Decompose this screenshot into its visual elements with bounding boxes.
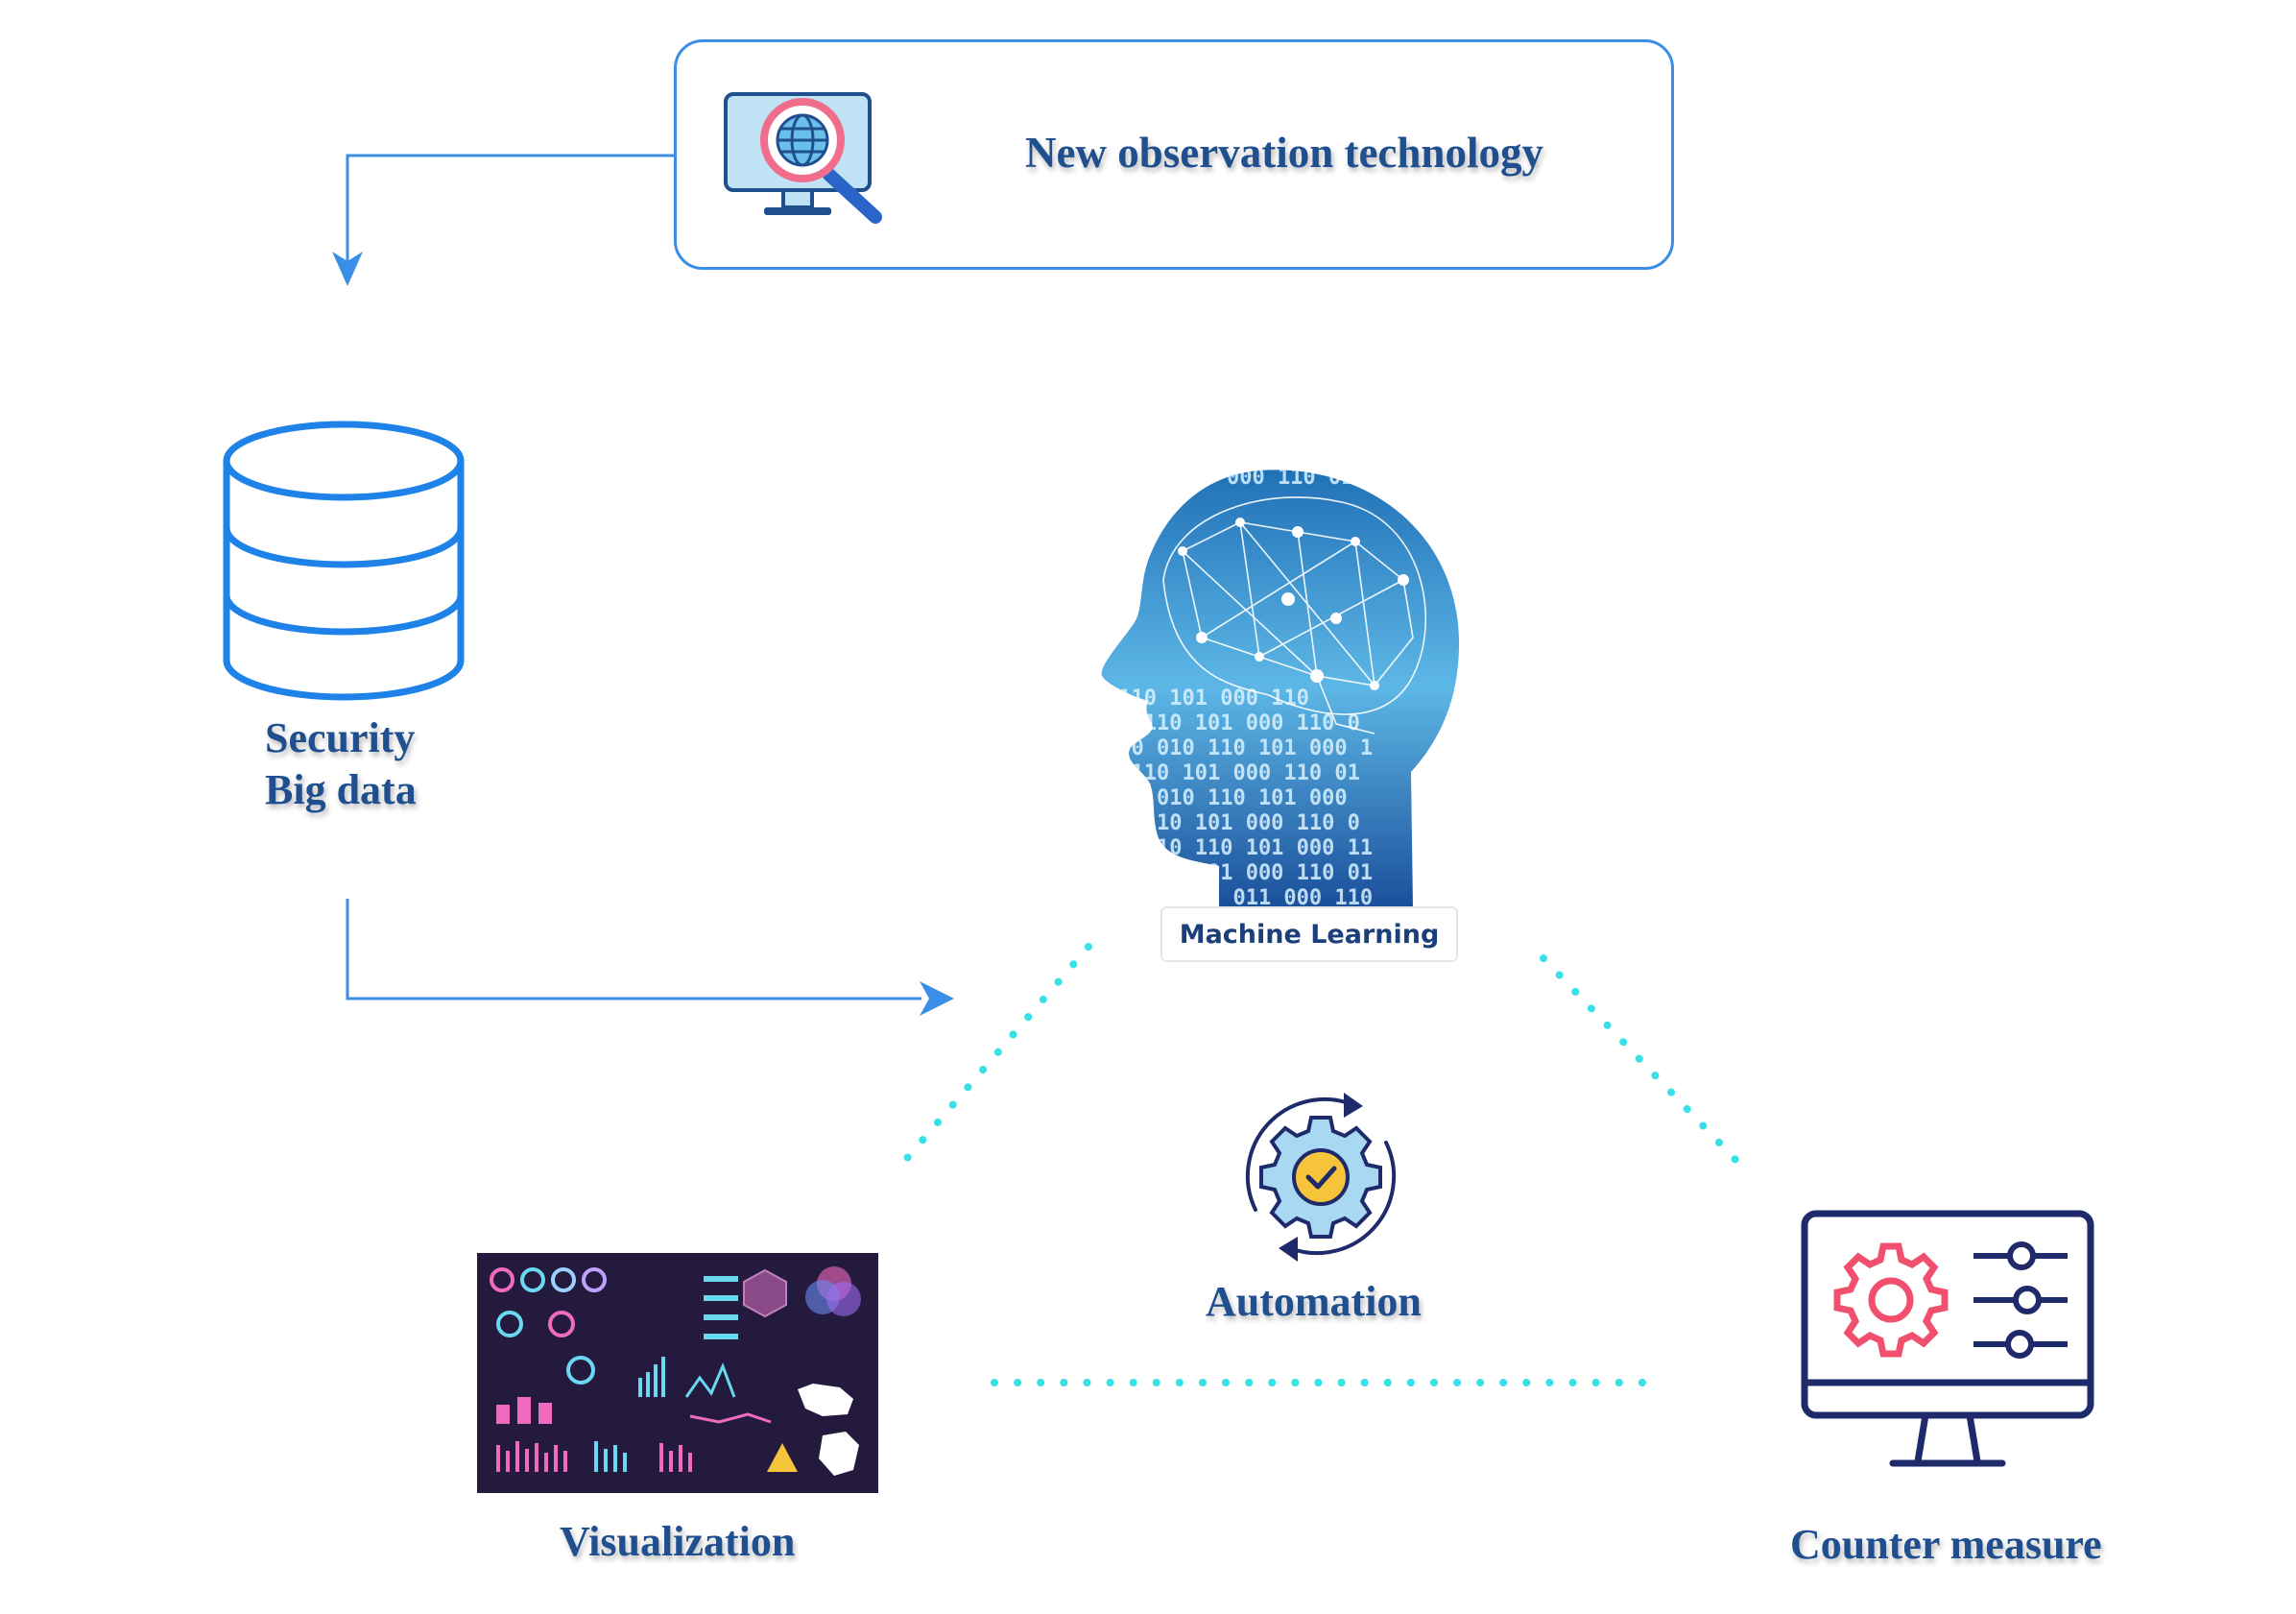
observation-label: New observation technology xyxy=(1025,129,1543,177)
svg-text:10 110 101 000 110 01: 10 110 101 000 110 01 xyxy=(1106,861,1373,885)
database-icon xyxy=(223,421,465,701)
security-label-line1: Security xyxy=(265,714,416,761)
monitor-settings-sliders-icon xyxy=(1801,1210,2094,1467)
edge-ml-to-counter-measure xyxy=(1540,954,1743,1168)
svg-text:10 110 101 000 110 0: 10 110 101 000 110 0 xyxy=(1106,711,1360,735)
svg-text:10 110 101 000 110 0: 10 110 101 000 110 0 xyxy=(1106,811,1360,835)
automation-label: Automation xyxy=(1206,1278,1422,1325)
svg-text:100 010 110 101 000: 100 010 110 101 000 xyxy=(1106,786,1348,810)
security-big-data-label: Security Big data xyxy=(265,712,417,816)
svg-text:00 010 110 101 000 11: 00 010 110 101 000 11 xyxy=(1106,836,1373,860)
svg-text:1 000 110 011 000 110: 1 000 110 011 000 110 xyxy=(1106,886,1373,908)
svg-text:0 110 101 000 110 01: 0 110 101 000 110 01 xyxy=(1106,761,1360,785)
gear-check-cycle-icon xyxy=(1245,1093,1397,1262)
svg-text:000 010 110 101 000 1: 000 010 110 101 000 1 xyxy=(1106,736,1373,760)
machine-learning-label: Machine Learning xyxy=(1160,906,1458,962)
ai-head-brain-icon: 110 101 000 110 011 0110 101 000 110 10 … xyxy=(1101,466,1460,908)
counter-measure-label: Counter measure xyxy=(1790,1521,2102,1568)
monitor-globe-search-icon xyxy=(724,92,882,224)
security-label-line2: Big data xyxy=(265,766,417,813)
edge-ml-to-visualization xyxy=(898,943,1092,1168)
edge-observation-to-security xyxy=(332,154,674,286)
svg-text:110 101 000 110 011: 110 101 000 110 011 xyxy=(1125,466,1367,490)
svg-text:0110 101 000 110: 0110 101 000 110 xyxy=(1106,687,1309,711)
visualization-label: Visualization xyxy=(560,1518,796,1565)
edge-security-to-ml xyxy=(346,899,954,1016)
dashboard-charts-icon xyxy=(477,1253,878,1493)
